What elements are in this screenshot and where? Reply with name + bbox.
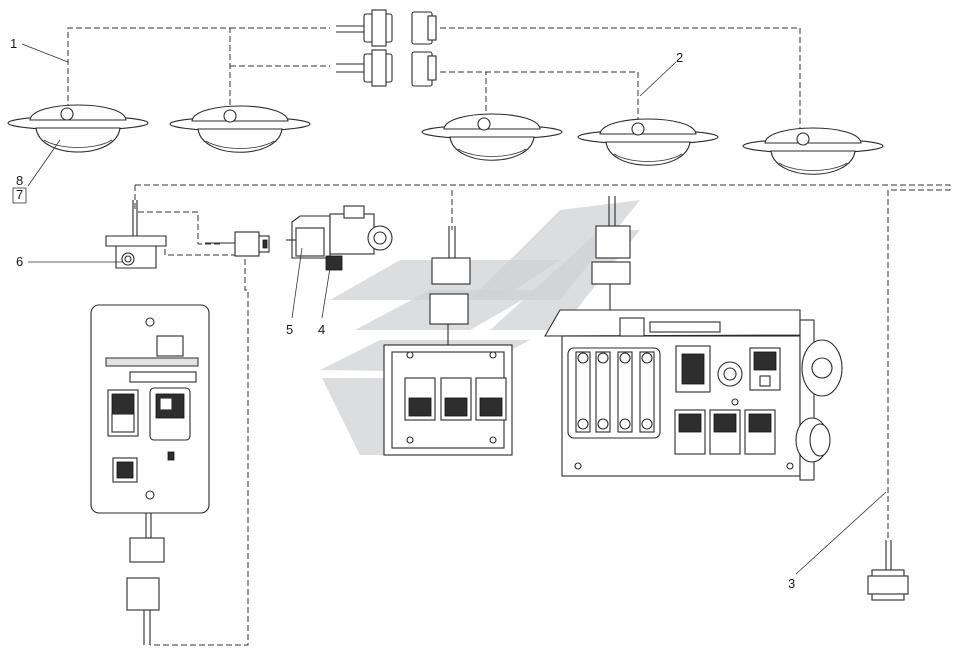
callout-8: 8	[16, 173, 23, 188]
wiring-lines	[67, 27, 951, 646]
center-switch-block	[383, 226, 513, 456]
ceiling-lamp	[169, 105, 311, 153]
bottom-right-connector	[867, 540, 909, 601]
top-connectors	[336, 9, 437, 87]
ceiling-lamp	[742, 127, 884, 175]
callout-7: 7	[16, 187, 23, 202]
left-switch-panel	[90, 304, 210, 645]
callout-6: 6	[16, 254, 23, 269]
relay-valve-assembly	[286, 205, 393, 271]
callout-5: 5	[286, 322, 293, 337]
callout-labels: 1 2 3 4 5 6 7 8	[10, 36, 795, 591]
callout-1: 1	[10, 36, 17, 51]
ceiling-lamp	[7, 104, 149, 153]
socket-lamp	[105, 200, 167, 269]
ceiling-lamp	[421, 113, 563, 161]
callout-4: 4	[318, 322, 325, 337]
inline-connector	[205, 231, 270, 257]
callout-3: 3	[788, 576, 795, 591]
right-switch-panel	[544, 196, 843, 481]
callout-2: 2	[676, 50, 683, 65]
leader-lines	[21, 43, 887, 575]
ceiling-lamp	[577, 118, 719, 166]
